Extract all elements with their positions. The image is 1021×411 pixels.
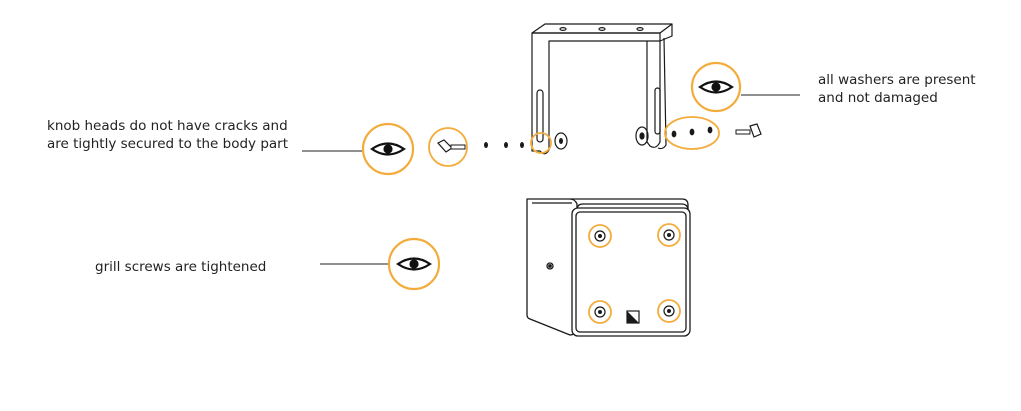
speaker-cabinet <box>526 198 691 337</box>
knob-right <box>735 123 762 138</box>
grill-screw <box>657 223 681 247</box>
grill-screw <box>588 300 612 324</box>
u-bracket <box>531 23 673 155</box>
washers-highlight <box>664 116 720 150</box>
eye-icon <box>361 122 415 176</box>
grill-screws-label: grill screws are tightened <box>95 259 267 275</box>
grill-screw <box>657 299 681 323</box>
knob-heads-label: knob heads do not have cracks and are ti… <box>47 118 289 152</box>
knob-left <box>437 139 466 153</box>
eye-icon <box>387 237 441 291</box>
washer-left <box>554 132 568 150</box>
grill-screw <box>588 224 612 248</box>
washers-right <box>671 126 713 138</box>
slot-highlight <box>530 132 552 154</box>
brand-logo-icon <box>626 310 640 324</box>
knob-highlight <box>428 127 468 167</box>
washer-small-left <box>484 142 524 148</box>
eye-icon <box>690 61 742 113</box>
washers-label: all washers are present and not damaged <box>818 72 976 106</box>
